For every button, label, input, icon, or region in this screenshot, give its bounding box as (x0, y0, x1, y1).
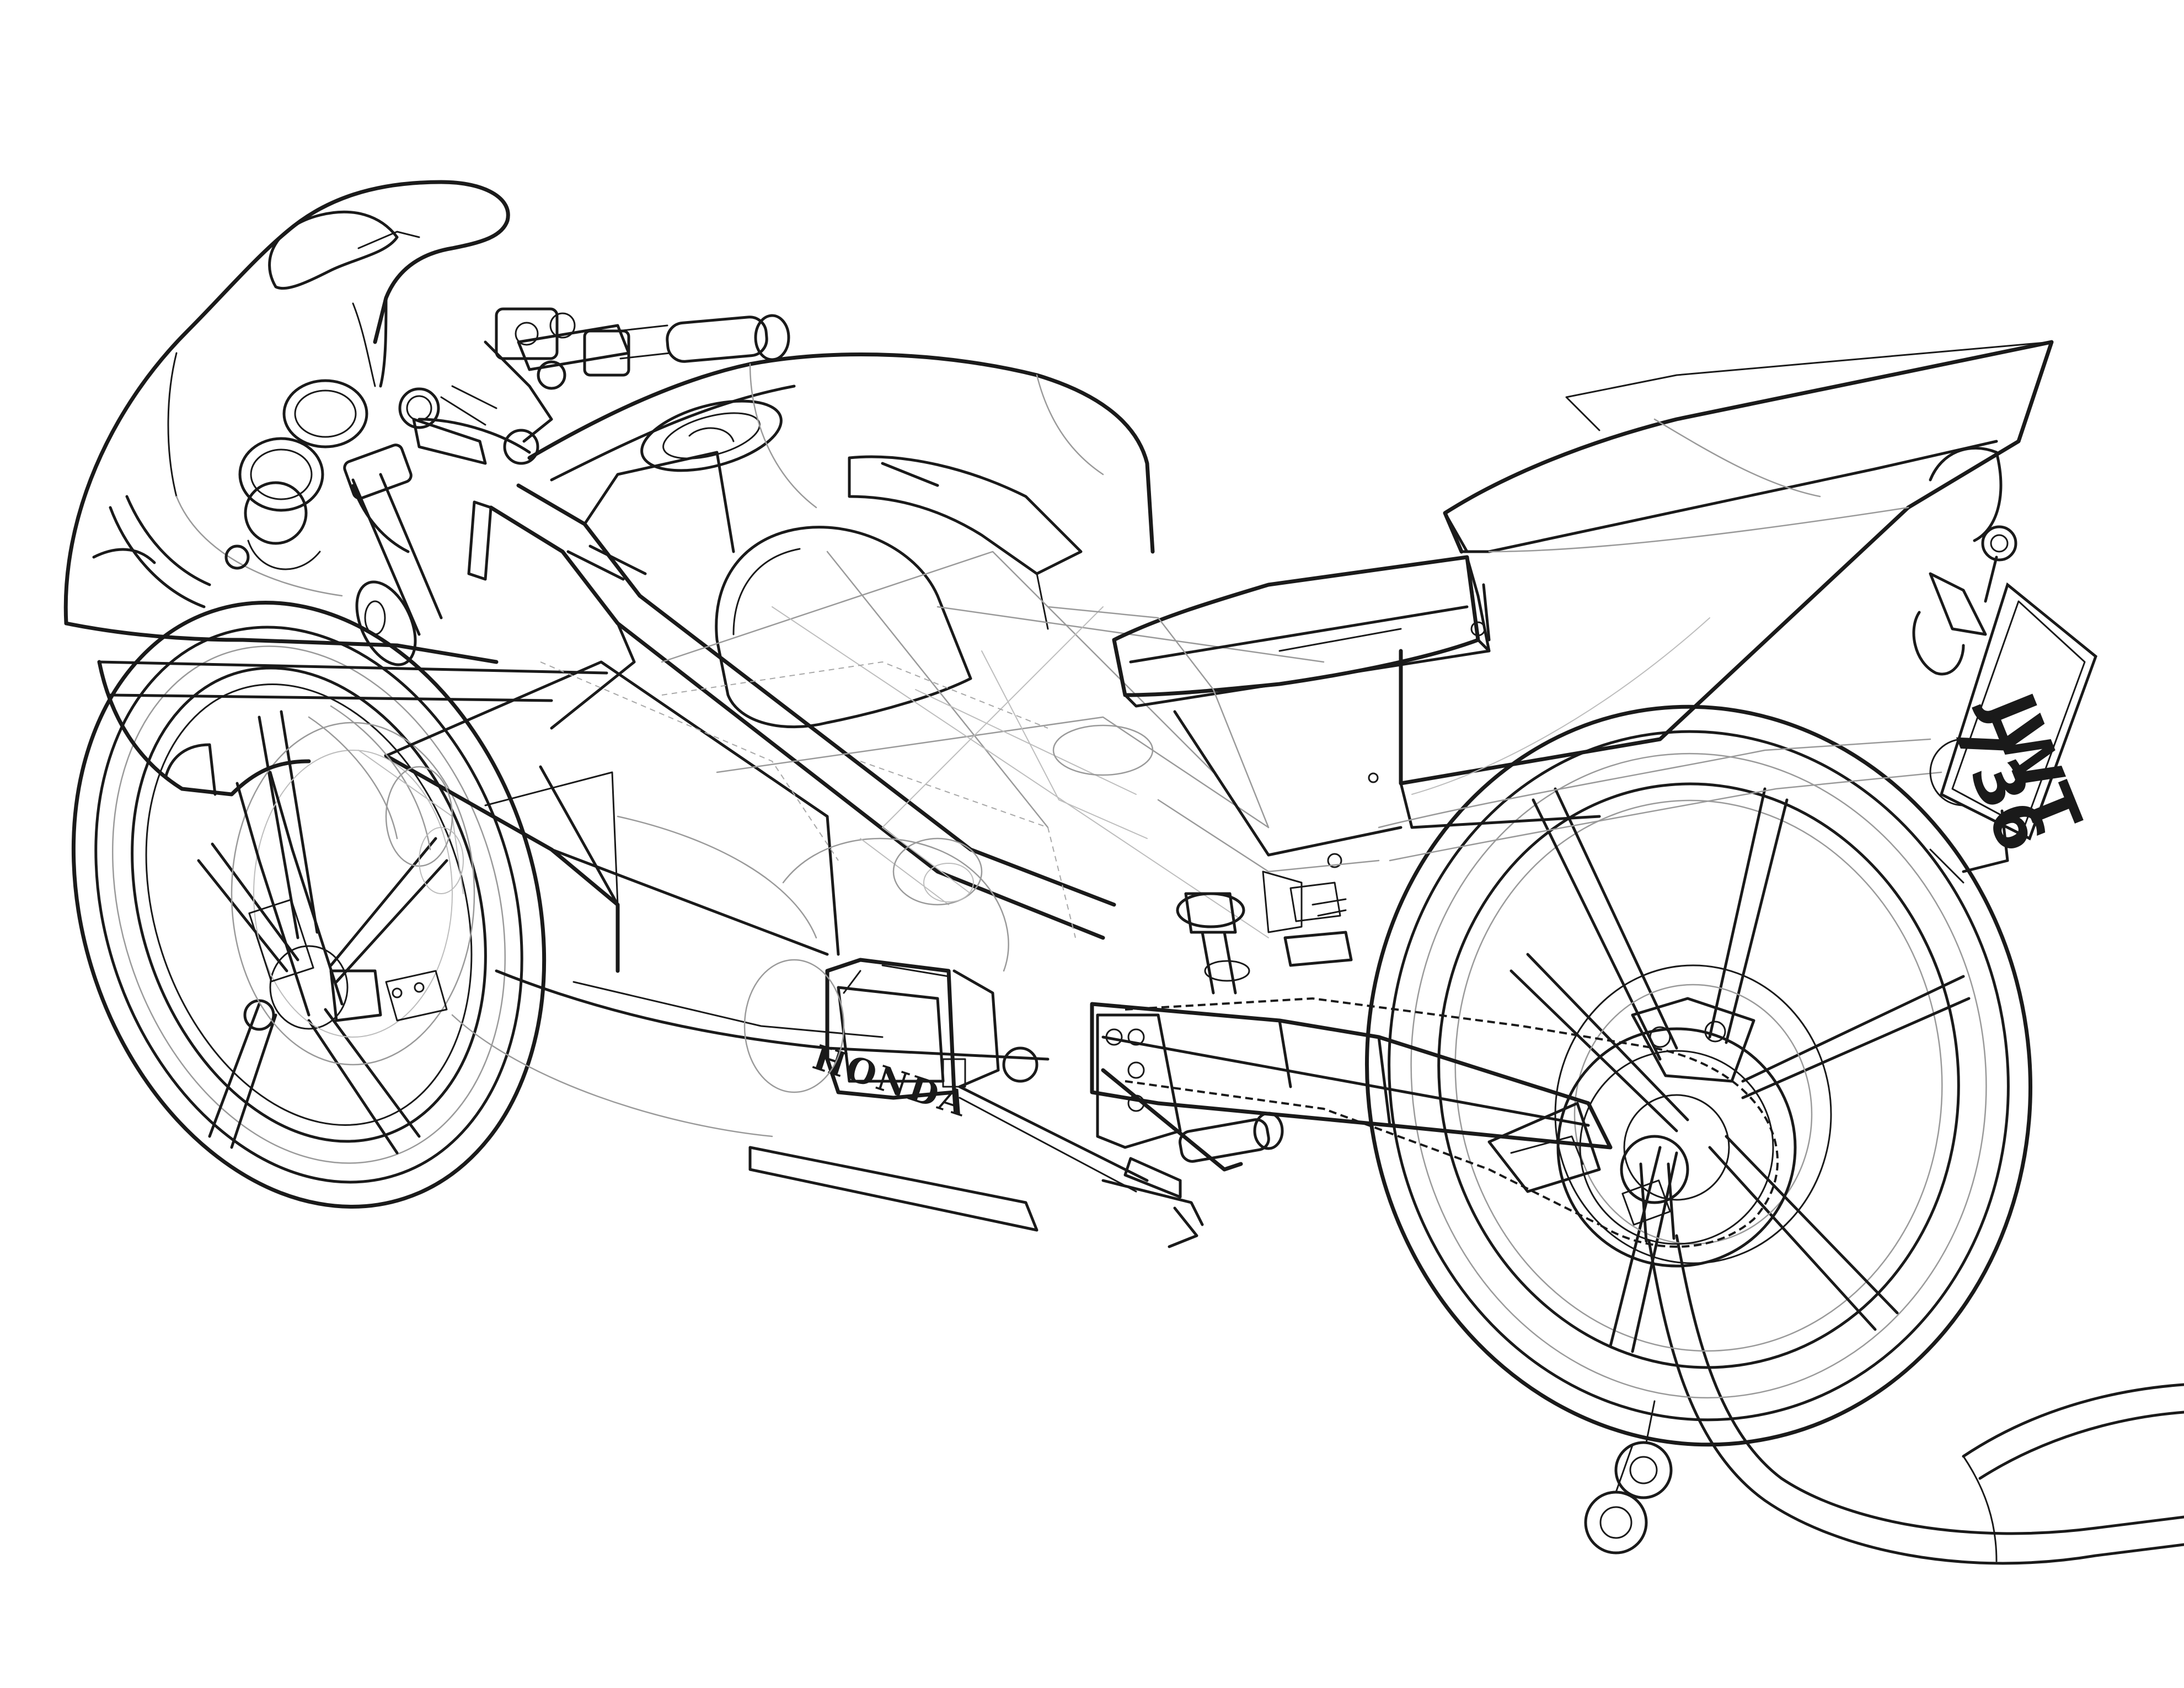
front-fairing (63, 180, 608, 797)
belly-pan (451, 815, 1050, 1232)
front-wheel (71, 601, 547, 1209)
frame (384, 451, 1325, 973)
front-forks (235, 771, 448, 1022)
seat-tail (1112, 340, 2054, 868)
instrument-cluster (224, 379, 368, 570)
rear-shock (1157, 799, 1380, 995)
swingarm (1090, 997, 1755, 1193)
rear-wheel (1365, 704, 2032, 1447)
license-plate-assembly: JWT 736 (1912, 525, 2097, 884)
paddock-stand (1584, 1234, 2184, 1565)
handlebars (343, 307, 790, 666)
fuel-tank (527, 352, 1155, 729)
internal-components (308, 606, 1347, 933)
drive-chain (1125, 997, 1779, 1248)
footpegs (958, 1068, 1284, 1248)
